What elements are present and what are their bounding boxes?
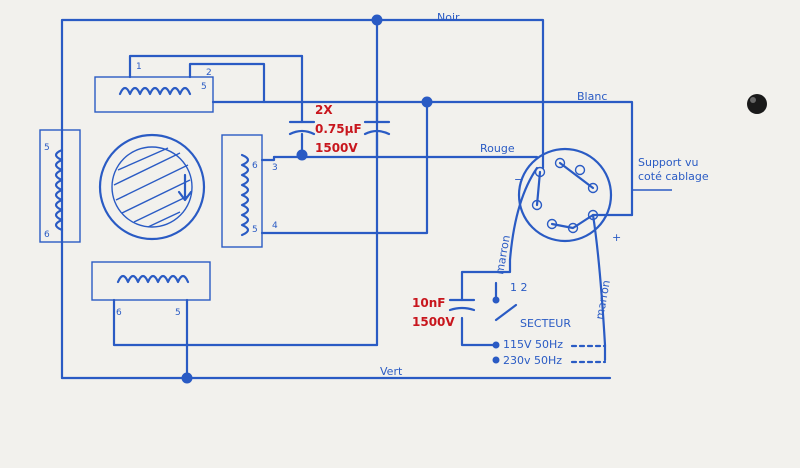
pin-label: 1 [136, 62, 142, 72]
cap-main-annotation-1: 2X [315, 103, 333, 117]
cap-small-annotation-2: 1500V [412, 315, 455, 329]
cap-small-annotation-1: 10nF [412, 296, 445, 310]
label-blanc: Blanc [577, 90, 607, 103]
socket-label-line2: coté cablage [638, 170, 709, 183]
pin-label: 5 [252, 225, 258, 235]
label-rouge: Rouge [480, 142, 515, 155]
voltage-115: 115V 50Hz [503, 338, 563, 351]
wire-marron-right [591, 213, 607, 362]
coil-right [221, 134, 276, 248]
cap-main-annotation-2: 0.75µF [315, 122, 362, 136]
switch-positions: 1 2 [510, 281, 528, 294]
switch-label: SECTEUR [520, 317, 571, 330]
pin-label: 5 [44, 143, 50, 153]
rotor-disc [98, 133, 206, 241]
label-vert: Vert [380, 365, 403, 378]
mains-switch [448, 281, 607, 364]
pin-label: 3 [272, 163, 278, 173]
pin-label: 5 [175, 308, 181, 318]
pin-label: 2 [206, 68, 212, 78]
label-marron-right: marron [593, 279, 613, 320]
socket-label-line1: Support vu [638, 156, 698, 169]
capacitor-dual [288, 54, 391, 159]
voltage-230: 230v 50Hz [503, 354, 562, 367]
socket-plus: + [612, 231, 621, 244]
socket-minus: − [514, 173, 523, 186]
page-margin-marker [747, 94, 767, 114]
tube-socket [517, 147, 634, 243]
wire-bottom-coil-lead2 [112, 298, 379, 347]
pin-label: 6 [116, 308, 122, 318]
wire-blanc-drop [260, 100, 429, 235]
pin-label: 6 [44, 230, 50, 240]
pin-label: 6 [252, 161, 258, 171]
pin-label: 5 [201, 82, 207, 92]
wire-blanc [211, 100, 634, 217]
coil-left [39, 129, 81, 243]
coil-bottom [91, 261, 211, 301]
coil-top [94, 54, 304, 113]
wire-marron-left [460, 166, 539, 302]
pin-label: 4 [272, 221, 278, 231]
cap-main-annotation-3: 1500V [315, 141, 358, 155]
label-noir: Noir [437, 11, 460, 24]
